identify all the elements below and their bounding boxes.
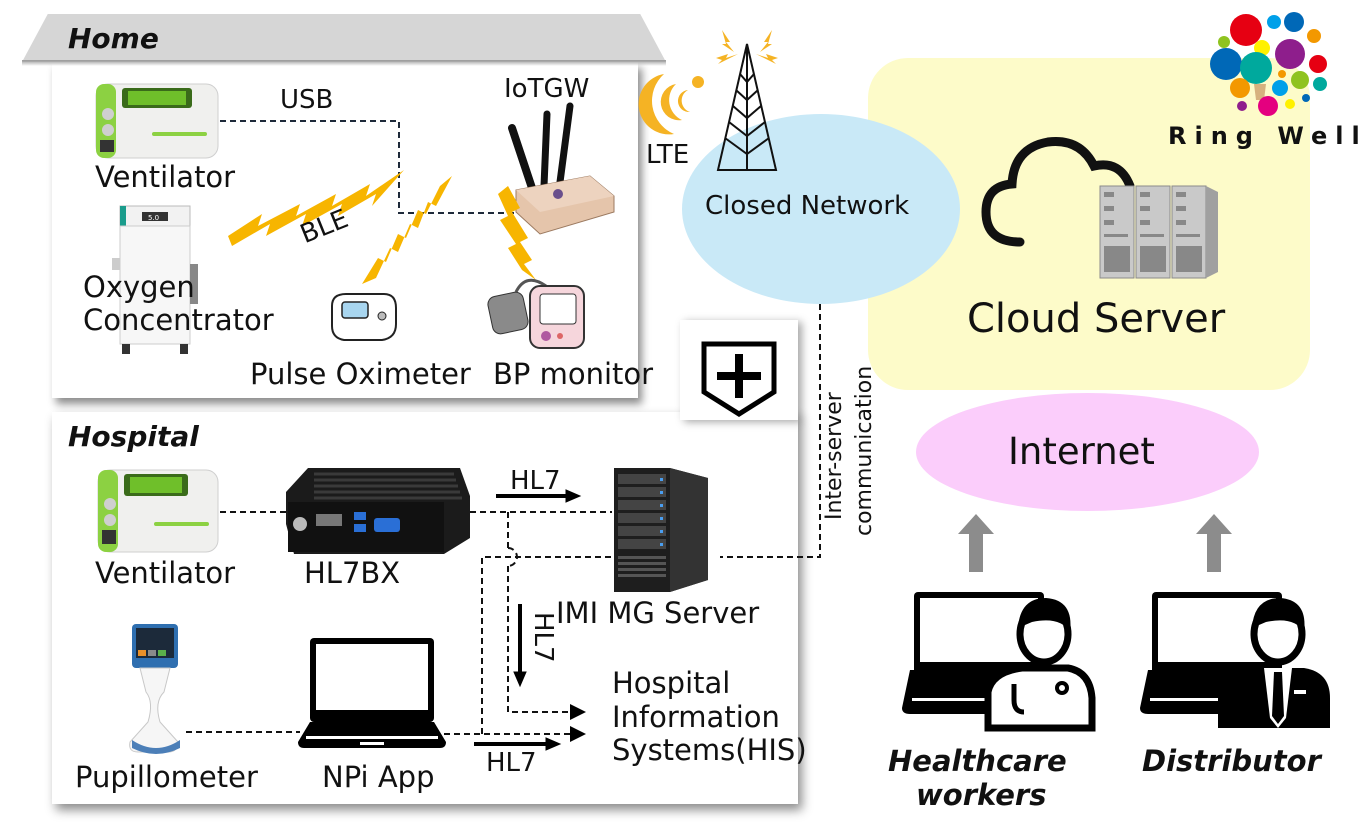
- oxygen-concentrator-image: 5.0: [112, 205, 198, 354]
- hospital-title: Hospital: [68, 420, 199, 453]
- distributor-up-arrow: [1196, 514, 1232, 572]
- ble-bolt-bp: [498, 186, 536, 280]
- pupillometer-image: [129, 624, 180, 754]
- ble-bolt-oximeter-path: [362, 176, 452, 284]
- pulse-oximeter-image: [331, 293, 397, 341]
- hl7-bottom-label: HL7: [486, 748, 537, 778]
- internet-label: Internet: [1008, 430, 1155, 473]
- healthcare-up-arrow: [958, 514, 994, 572]
- mg-server-image: [614, 468, 708, 592]
- iot-gateway-label: IoTGW: [504, 74, 590, 104]
- healthcare-workers-label-line1: Healthcare: [888, 744, 1067, 778]
- oxygen-concentrator-label-line1: Oxygen: [83, 270, 195, 304]
- svg-text:5.0: 5.0: [148, 214, 159, 222]
- internet-bubble: [916, 393, 1259, 511]
- ringwell-logo-text: Ring Well: [1168, 122, 1367, 150]
- ringwell-logo-icon: [1210, 12, 1327, 116]
- bp-monitor-label: BP monitor: [493, 357, 654, 391]
- usb-label: USB: [280, 85, 334, 115]
- home-roof-shadow: [22, 60, 666, 66]
- npi-app-label: NPi App: [322, 760, 435, 794]
- iot-gateway-image: [508, 102, 615, 235]
- hl7-top-label: HL7: [510, 466, 561, 496]
- cloud-icon: [981, 137, 1135, 247]
- hl7-vertical-label: HL7: [528, 612, 558, 663]
- home-title: Home: [68, 22, 159, 55]
- distributor-label: Distributor: [1142, 744, 1321, 778]
- lte-label: LTE: [646, 140, 690, 170]
- healthcare-worker-icon: [902, 592, 1096, 732]
- pupillometer-label: Pupillometer: [75, 760, 258, 794]
- hl7bx-image: [286, 468, 470, 554]
- lte-signal-icon: [638, 74, 704, 135]
- ble-bolt-ventilator: [228, 170, 404, 246]
- npi-app-laptop-icon: [298, 638, 446, 748]
- hl7bx-label: HL7BX: [304, 556, 401, 590]
- bp-monitor-image: [487, 278, 585, 349]
- home-ventilator-label: Ventilator: [95, 160, 236, 194]
- pulse-oximeter-label: Pulse Oximeter: [250, 357, 471, 391]
- his-label-line2: Information: [612, 700, 780, 734]
- closed-network-label: Closed Network: [705, 191, 910, 221]
- distributor-icon: [1140, 592, 1330, 728]
- hospital-ventilator-label: Ventilator: [95, 556, 236, 590]
- cloud-server-label: Cloud Server: [967, 296, 1226, 342]
- server-rack-icon: [1099, 185, 1218, 279]
- his-label-line1: Hospital: [612, 666, 731, 700]
- his-label-line3: Systems(HIS): [612, 733, 807, 767]
- closed-network-bubble: [682, 114, 960, 304]
- oxygen-concentrator-label-line2: Concentrator: [83, 303, 274, 337]
- healthcare-workers-label-line2: workers: [916, 778, 1047, 812]
- hospital-shield-icon: [701, 341, 777, 417]
- home-ventilator-image: [95, 83, 219, 159]
- mg-server-label: IMI MG Server: [556, 596, 760, 630]
- hospital-ventilator-image: [97, 469, 219, 553]
- cell-tower-icon: [716, 30, 778, 171]
- home-roof: [22, 14, 666, 62]
